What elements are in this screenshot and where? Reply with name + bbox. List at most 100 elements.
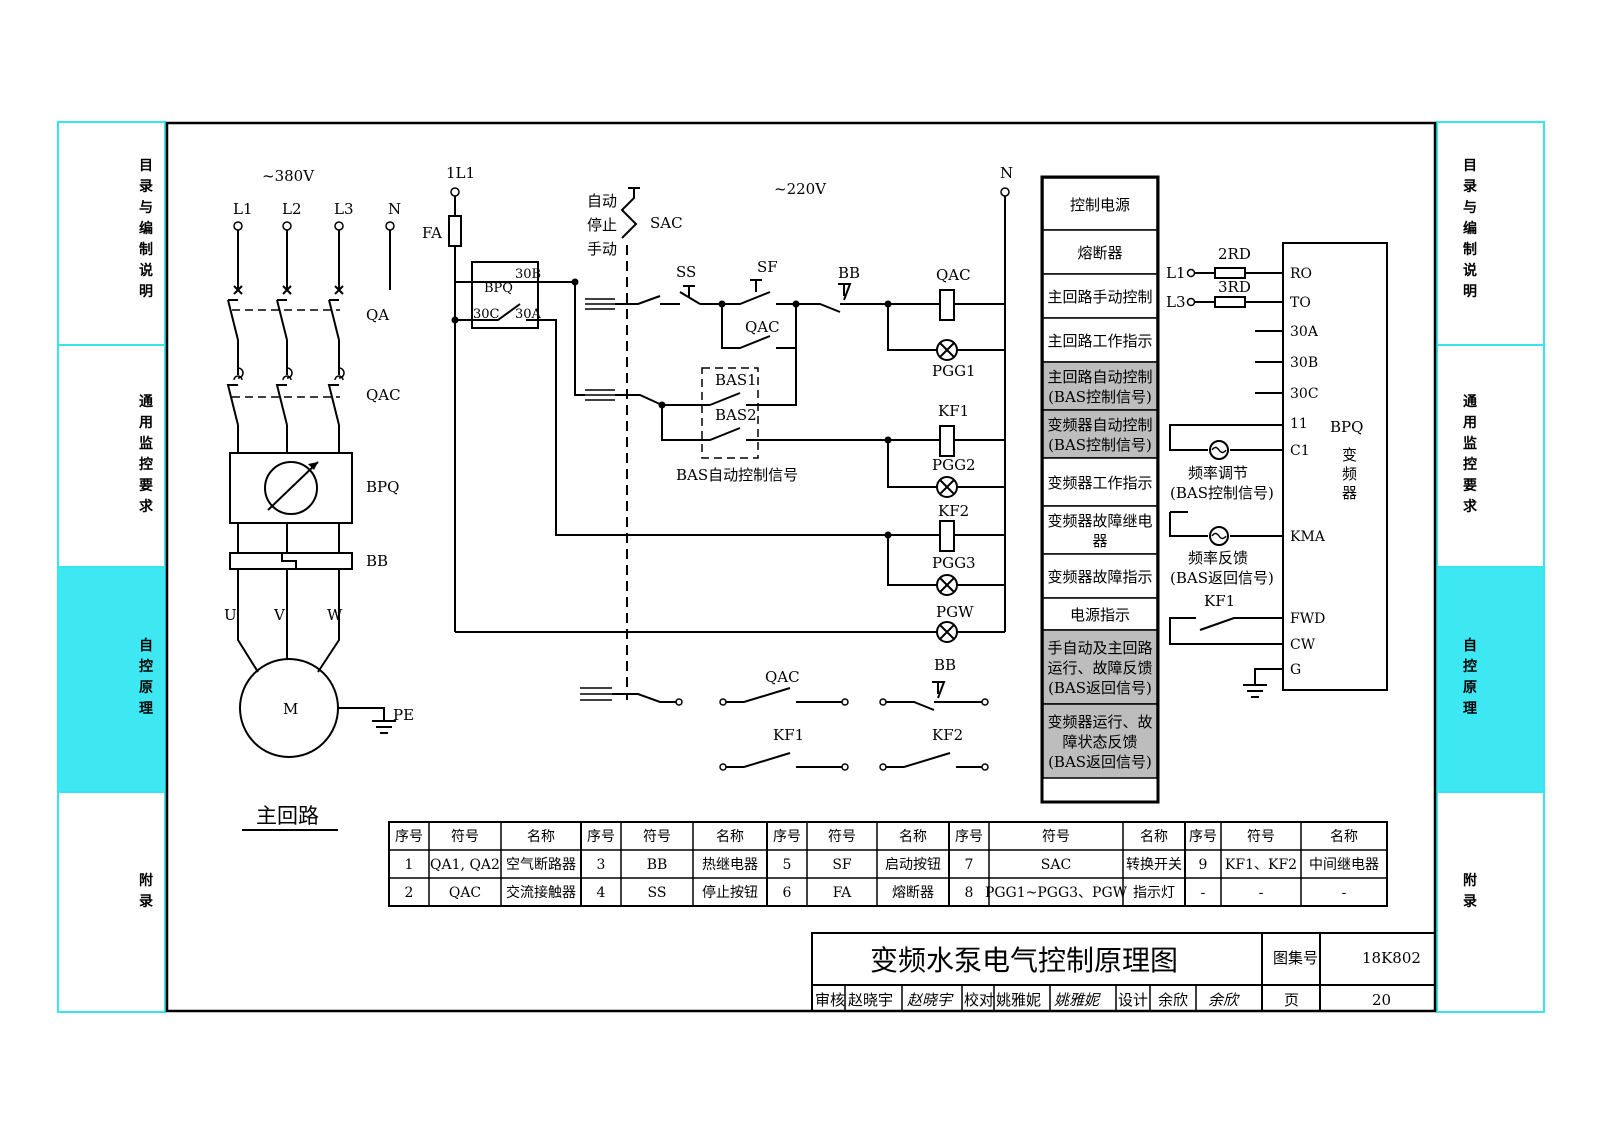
legend-cell: SS [648,885,667,901]
right-tab-principle[interactable]: 自控原理 [1463,637,1477,717]
rd2-fuse [1214,267,1246,279]
function-cell-text: 变频器故障继电器 [1047,512,1152,550]
inverter-terminal-label: TO [1290,295,1311,311]
inv-l1-label: L1 [1166,264,1186,282]
w-label: W [327,606,343,624]
title-block: 变频水泵电气控制原理图 图集号 18K802 审核 赵晓宇 赵晓宇 校对 姚雅妮… [811,932,1436,1012]
legend-cell: 中间继电器 [1309,857,1379,873]
qac-main-label: QAC [366,386,401,404]
ctrl-n-label: N [1000,164,1013,182]
phase-n-label: N [388,200,401,218]
main-voltage-label: ~380V [262,167,315,185]
function-cell: 主回路工作指示 [1042,317,1158,363]
left-tab-general[interactable]: 通用监控要求 [139,394,154,515]
legend-header-cell: 符号 [1042,829,1070,845]
function-cell-text: 变频器工作指示 [1047,474,1152,492]
function-cell: 变频器故障继电器 [1042,505,1158,555]
freq-adjust-source [1209,440,1229,460]
page-label: 页 [1284,991,1299,1009]
legend-cell: 熔断器 [892,885,934,901]
legend-cell: 2 [405,885,414,901]
legend-cell: SAC [1041,857,1071,873]
right-tab-general[interactable]: 通用监控要求 [1463,394,1478,515]
left-tab-principle[interactable]: 自控原理 [139,637,153,717]
left-tab-toc[interactable]: 目录与编制说明 [139,158,153,300]
reviewer-name: 赵晓宇 [848,991,893,1009]
checker-name: 姚雅妮 [996,991,1041,1009]
legend-cell: 空气断路器 [506,857,576,873]
phase-l1-label: L1 [233,200,253,218]
legend-cell: 交流接触器 [506,884,576,901]
reviewer-signature: 赵晓宇 [907,991,954,1009]
right-tab-active-bg [1438,567,1543,792]
inverter-box [1282,242,1388,691]
legend-cell: - [1201,885,1206,901]
atlas-number: 18K802 [1362,949,1421,967]
fa-label: FA [422,224,442,242]
legend-cell: 转换开关 [1126,856,1182,873]
legend-header-cell: 名称 [527,829,555,845]
legend-cell: 1 [405,857,414,873]
inverter-panel: BPQ 变频器 L1 L3 2RD 3RD ROTO30A30B30C11C1K… [1166,242,1388,698]
legend-cell: 7 [965,857,974,873]
function-cell: 变频器工作指示 [1042,457,1158,507]
left-tab-active-bg [59,567,164,792]
bas-caption: BAS自动控制信号 [676,466,798,484]
qac-hold-label: QAC [745,318,780,336]
control-circuit: 1L1 ~220V N FA 自动 停止 手动 SAC BPQ 30B 30C … [422,164,1013,771]
kf1-coil-label: KF1 [938,402,969,420]
bpq-inverter-box [229,452,353,524]
legend-cell: 启动按钮 [885,857,941,873]
bpq-30b-label: 30B [515,267,541,282]
inverter-subtitle: 变频器 [1342,446,1357,502]
legend-cell: 停止按钮 [702,884,758,901]
inverter-name: BPQ [1330,418,1363,436]
inverter-terminal-label: RO [1290,266,1312,282]
page-number: 20 [1372,991,1391,1009]
bpq-30a-label: 30A [515,307,542,322]
bpq-fault-relay-box [471,261,539,329]
sac-label: SAC [650,214,683,232]
sac-manual-label: 手动 [587,240,617,258]
pgg1-label: PGG1 [932,362,976,380]
legend-cell: 3 [597,857,606,873]
legend-cell: 5 [783,857,792,873]
legend-header-cell: 名称 [1140,829,1168,845]
bpq-box-name: BPQ [484,281,513,296]
u-label: U [224,606,237,624]
legend-cell: KF1、KF2 [1225,857,1297,873]
atlas-label: 图集号 [1273,949,1318,967]
designer-name: 余欣 [1158,991,1188,1009]
main-circuit: ~380V L1 L2 L3 N QA QAC BPQ [224,167,414,831]
function-column: 控制电源熔断器主回路手动控制主回路工作指示主回路自动控制(BAS控制信号)变频器… [1040,175,1160,804]
kf1-fb-label: KF1 [773,726,804,744]
pgg3-label: PGG3 [932,554,976,572]
v-label: V [273,606,286,624]
function-cell-text: 主回路手动控制 [1047,288,1152,306]
legend-header-cell: 序号 [1189,829,1217,845]
inverter-terminal-label: 30C [1290,386,1319,402]
legend-cell: 6 [783,885,792,901]
rd2-label: 2RD [1218,245,1251,263]
freq-feedback-label: 频率反馈 [1188,549,1248,567]
legend-header-cell: 名称 [899,829,927,845]
main-circuit-caption: 主回路 [256,804,319,828]
inverter-terminal-label: 30B [1290,355,1318,371]
right-tab-toc[interactable]: 目录与编制说明 [1463,158,1477,300]
legend-header-cell: 序号 [395,829,423,845]
phase-l2-label: L2 [282,200,302,218]
legend-header-cell: 符号 [451,829,479,845]
function-cell-text: 熔断器 [1077,244,1122,262]
inverter-terminal-label: 30A [1290,324,1319,340]
legend-cell: SF [832,857,852,873]
function-cell: 主回路自动控制(BAS控制信号) [1042,361,1158,411]
drawing-title: 变频水泵电气控制原理图 [870,944,1178,977]
bas2-label: BAS2 [715,406,757,424]
right-tab-appendix[interactable]: 附录 [1463,872,1477,910]
function-cell: 变频器运行、故障状态反馈(BAS返回信号) [1042,703,1158,779]
freq-feedback-sub: (BAS返回信号) [1170,569,1274,587]
left-tab-appendix[interactable]: 附录 [139,872,153,910]
function-cell: 变频器自动控制(BAS控制信号) [1042,409,1158,459]
bb-ctrl-label: BB [838,264,860,282]
